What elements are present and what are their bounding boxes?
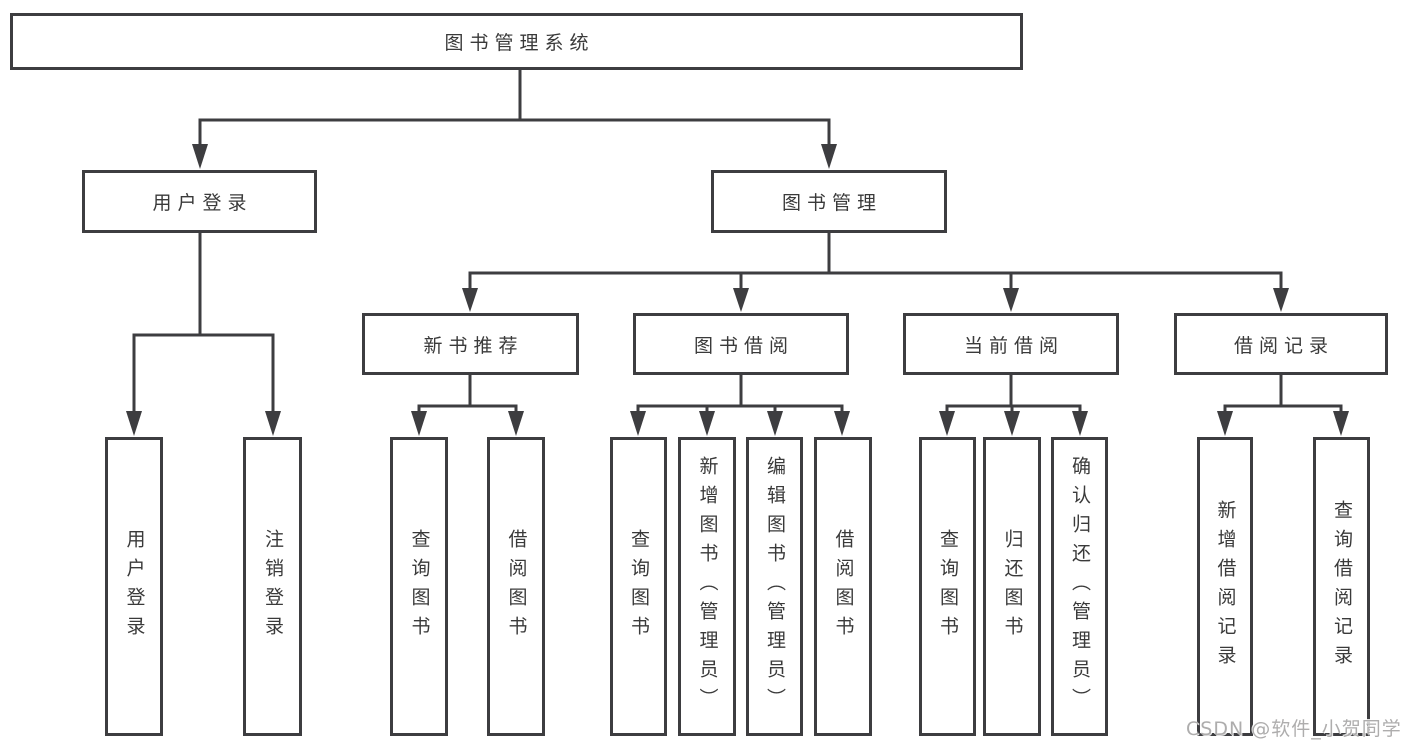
leaf-user-login-label: 用户登录 [123, 528, 146, 645]
leaf-borrow-add-book-admin: 新增图书（管理员） [678, 437, 736, 736]
node-user-login: 用户登录 [82, 170, 317, 233]
leaf-current-return-book: 归还图书 [983, 437, 1041, 736]
csdn-watermark: CSDN @软件_小贺同学 [1186, 718, 1402, 740]
leaf-record-add-record-label: 新增借阅记录 [1214, 499, 1237, 674]
leaf-record-query-record: 查询借阅记录 [1313, 437, 1370, 736]
leaf-record-query-record-label: 查询借阅记录 [1331, 499, 1353, 674]
leaf-borrow-query-book-label: 查询图书 [628, 528, 650, 645]
leaf-logout-label: 注销登录 [262, 528, 284, 645]
leaf-current-return-book-label: 归还图书 [1001, 528, 1024, 645]
node-book-management: 图书管理 [711, 170, 947, 233]
node-borrow-records: 借阅记录 [1174, 313, 1388, 375]
node-new-book-recommend: 新书推荐 [362, 313, 579, 375]
leaf-current-query-book-label: 查询图书 [937, 528, 959, 645]
node-library-system-root: 图书管理系统 [10, 13, 1023, 70]
leaf-recommend-borrow-book-label: 借阅图书 [505, 528, 528, 645]
leaf-borrow-borrow-book: 借阅图书 [814, 437, 872, 736]
leaf-recommend-borrow-book: 借阅图书 [487, 437, 545, 736]
leaf-recommend-query-book-label: 查询图书 [408, 528, 431, 645]
leaf-current-confirm-return-admin-label: 确认归还（管理员） [1069, 456, 1091, 717]
node-book-borrow: 图书借阅 [633, 313, 849, 375]
leaf-recommend-query-book: 查询图书 [390, 437, 448, 736]
node-current-borrow: 当前借阅 [903, 313, 1119, 375]
leaf-record-add-record: 新增借阅记录 [1197, 437, 1253, 736]
leaf-current-confirm-return-admin: 确认归还（管理员） [1051, 437, 1108, 736]
leaf-borrow-add-book-admin-label: 新增图书（管理员） [696, 456, 719, 717]
leaf-current-query-book: 查询图书 [919, 437, 976, 736]
leaf-borrow-query-book: 查询图书 [610, 437, 667, 736]
leaf-user-login: 用户登录 [105, 437, 163, 736]
leaf-borrow-borrow-book-label: 借阅图书 [832, 528, 855, 645]
leaf-borrow-edit-book-admin-label: 编辑图书（管理员） [764, 456, 786, 717]
leaf-logout: 注销登录 [243, 437, 302, 736]
leaf-borrow-edit-book-admin: 编辑图书（管理员） [746, 437, 803, 736]
